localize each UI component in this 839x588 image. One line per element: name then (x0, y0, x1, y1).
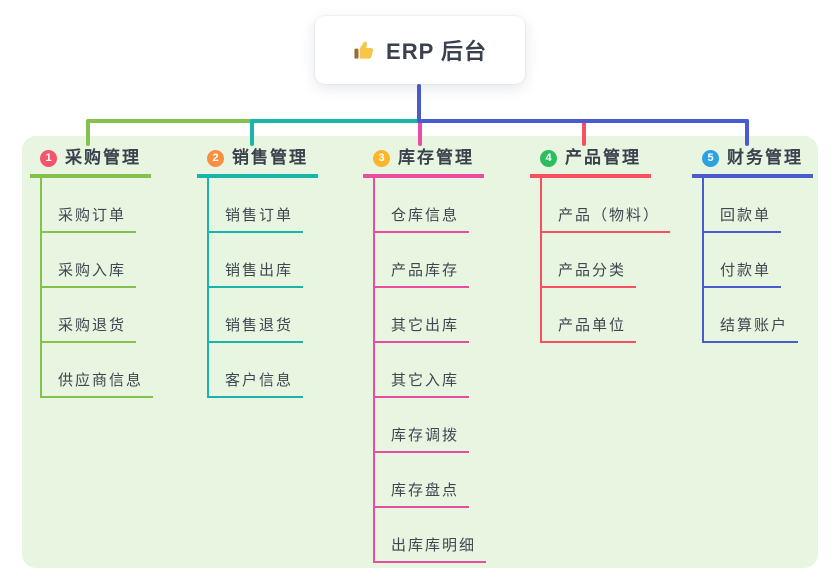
connector-drop-inventory (418, 121, 422, 146)
connector-drop-finance (745, 119, 749, 146)
branch-items: 仓库信息 产品库存 其它出库 其它入库 库存调拨 库存盘点 出库库明细 (373, 178, 487, 563)
branch-item[interactable]: 出库库明细 (375, 537, 487, 563)
branch-item[interactable]: 仓库信息 (375, 207, 470, 233)
branch-item[interactable]: 供应商信息 (42, 372, 154, 398)
branch-items: 产品（物料） 产品分类 产品单位 (540, 178, 671, 343)
connector-root-drop (417, 84, 421, 123)
branch-item[interactable]: 采购入库 (42, 262, 137, 288)
branch-header-purchase[interactable]: 1 采购管理 (30, 148, 151, 178)
branch-items: 回款单 付款单 结算账户 (702, 178, 799, 343)
branch-item[interactable]: 采购退货 (42, 317, 137, 343)
branch-number-badge: 4 (540, 149, 557, 167)
branch-header-product[interactable]: 4 产品管理 (530, 148, 651, 178)
branch-item[interactable]: 回款单 (704, 207, 782, 233)
branch-items: 销售订单 销售出库 销售退货 客户信息 (207, 178, 304, 398)
root-label: ERP 后台 (386, 39, 487, 64)
branch-item[interactable]: 销售出库 (209, 262, 304, 288)
branch-5-finance: 5 财务管理 回款单 付款单 结算账户 (692, 148, 813, 343)
branch-item[interactable]: 销售订单 (209, 207, 304, 233)
connector-drop-purchase (86, 119, 90, 146)
branch-item[interactable]: 产品（物料） (542, 207, 671, 233)
branch-items: 采购订单 采购入库 采购退货 供应商信息 (40, 178, 154, 398)
branch-item[interactable]: 产品单位 (542, 317, 637, 343)
branch-number-badge: 1 (40, 149, 57, 167)
branch-item[interactable]: 库存盘点 (375, 482, 470, 508)
branch-item[interactable]: 库存调拨 (375, 427, 470, 453)
branch-4-product: 4 产品管理 产品（物料） 产品分类 产品单位 (530, 148, 671, 343)
branch-2-sales: 2 销售管理 销售订单 销售出库 销售退货 客户信息 (197, 148, 318, 398)
branch-item[interactable]: 客户信息 (209, 372, 304, 398)
branch-item[interactable]: 其它入库 (375, 372, 470, 398)
branch-3-inventory: 3 库存管理 仓库信息 产品库存 其它出库 其它入库 库存调拨 库存盘点 出库库… (363, 148, 487, 563)
branch-label: 销售管理 (232, 148, 308, 167)
connector-bus-teal (250, 119, 420, 123)
branch-item[interactable]: 结算账户 (704, 317, 799, 343)
branch-number-badge: 5 (702, 149, 719, 167)
branch-item[interactable]: 销售退货 (209, 317, 304, 343)
connector-drop-product (582, 121, 586, 146)
branch-header-finance[interactable]: 5 财务管理 (692, 148, 813, 178)
branch-item[interactable]: 产品分类 (542, 262, 637, 288)
root-node[interactable]: ERP 后台 (315, 16, 525, 84)
branch-label: 财务管理 (727, 148, 803, 167)
branch-number-badge: 3 (373, 149, 390, 167)
thumbs-up-icon (353, 39, 376, 62)
branch-label: 产品管理 (565, 148, 641, 167)
connector-bus-green (86, 119, 254, 123)
branch-item[interactable]: 付款单 (704, 262, 782, 288)
branches-panel (22, 136, 818, 568)
connector-drop-sales (250, 119, 254, 146)
branch-label: 采购管理 (65, 148, 141, 167)
branch-item[interactable]: 其它出库 (375, 317, 470, 343)
branch-item[interactable]: 产品库存 (375, 262, 470, 288)
branch-header-inventory[interactable]: 3 库存管理 (363, 148, 484, 178)
branch-item[interactable]: 采购订单 (42, 207, 137, 233)
connector-bus-blue (418, 119, 749, 123)
branch-header-sales[interactable]: 2 销售管理 (197, 148, 318, 178)
branch-1-purchase: 1 采购管理 采购订单 采购入库 采购退货 供应商信息 (30, 148, 154, 398)
branch-number-badge: 2 (207, 149, 224, 167)
branch-label: 库存管理 (398, 148, 474, 167)
